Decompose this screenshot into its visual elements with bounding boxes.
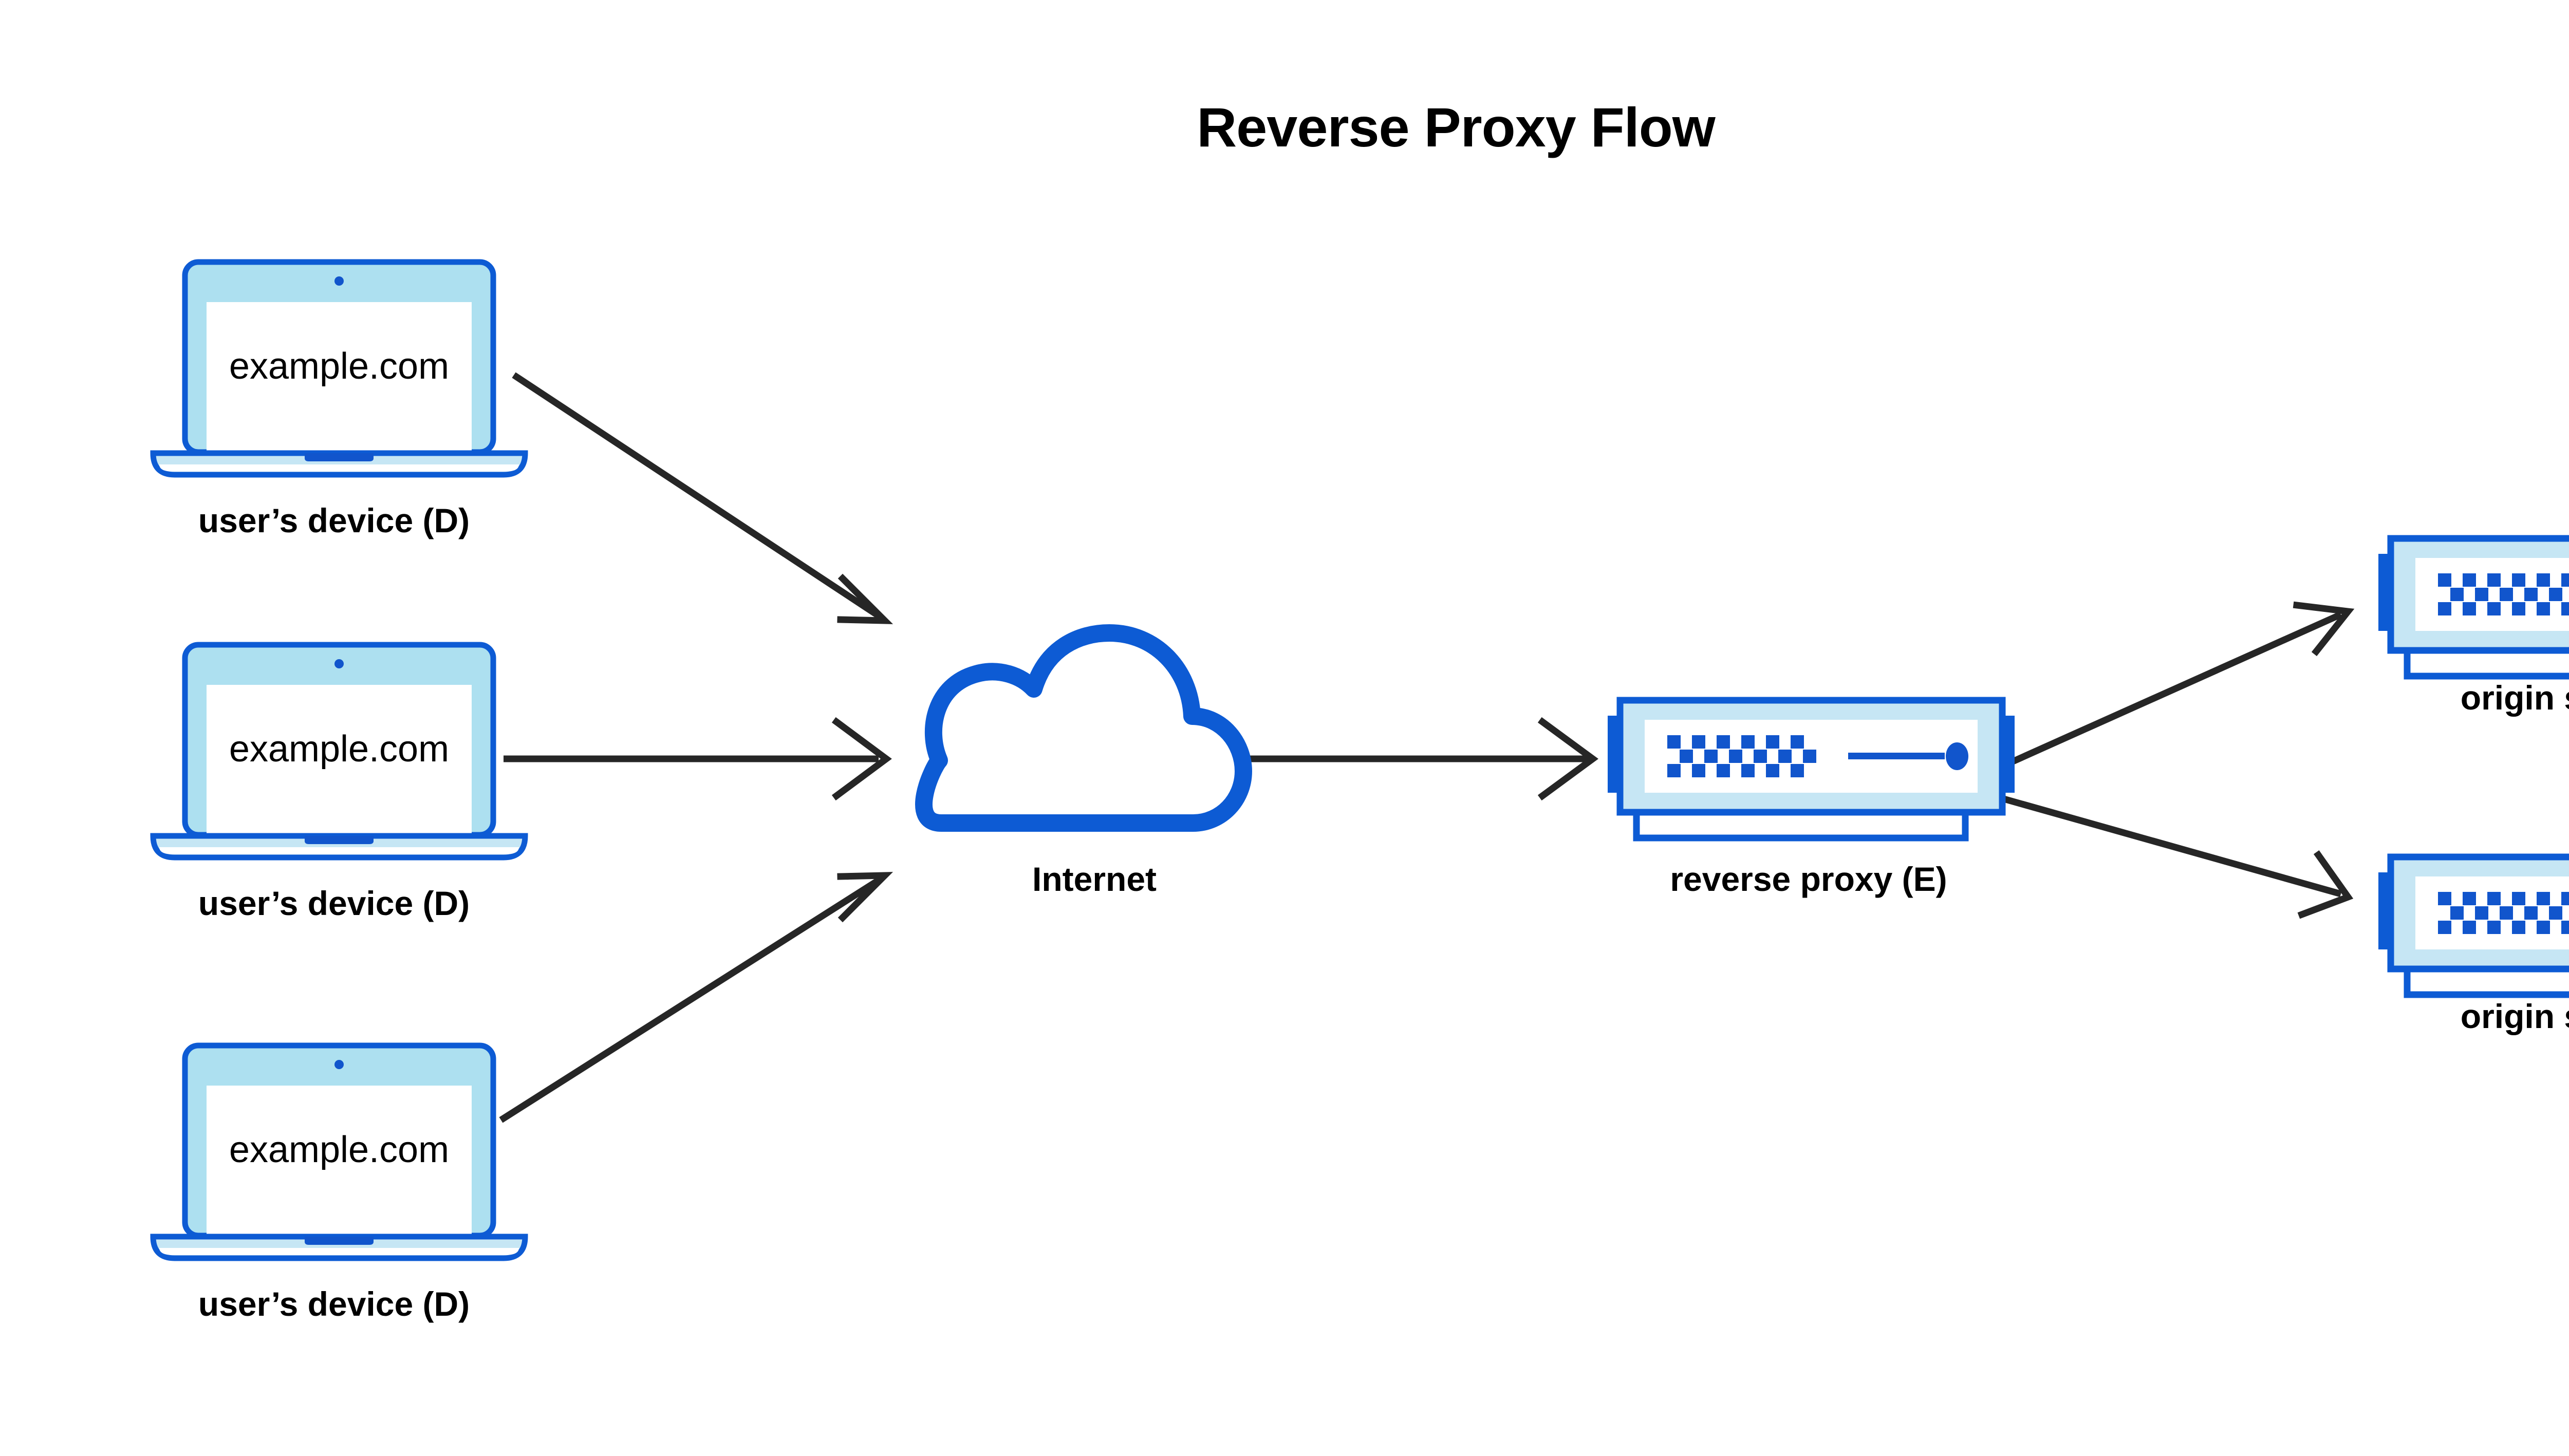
arrow-proxy-to-origin-top xyxy=(2002,601,2355,769)
client-bottom-label: user’s device (D) xyxy=(198,1285,470,1323)
arrow-client-bottom-to-internet xyxy=(499,872,893,1123)
reverse-proxy-label: reverse proxy (E) xyxy=(1670,860,1947,898)
client-bottom-screen-text: example.com xyxy=(229,1129,450,1170)
client-middle-label: user’s device (D) xyxy=(198,884,470,922)
internet-label: Internet xyxy=(1032,860,1157,898)
origin-top-label: origin server (F) xyxy=(2460,679,2569,717)
reverse-proxy-icon[interactable] xyxy=(1608,700,2015,838)
client-middle-screen-text: example.com xyxy=(229,729,450,770)
flow-arrows xyxy=(499,372,2355,1123)
origin-bottom-icon[interactable] xyxy=(2378,857,2569,995)
origin-bottom-label: origin server (F) xyxy=(2460,997,2569,1035)
arrow-internet-to-proxy xyxy=(1249,717,1598,801)
arrow-client-top-to-internet xyxy=(512,372,893,624)
page-title: Reverse Proxy Flow xyxy=(1197,96,1715,158)
client-top-label: user’s device (D) xyxy=(198,501,470,539)
arrow-client-middle-to-internet xyxy=(504,717,892,801)
cloud-icon[interactable] xyxy=(915,624,1252,832)
origin-top-icon[interactable] xyxy=(2378,538,2569,676)
arrow-proxy-to-origin-bottom xyxy=(2003,795,2354,919)
client-top-screen-text: example.com xyxy=(229,346,450,387)
